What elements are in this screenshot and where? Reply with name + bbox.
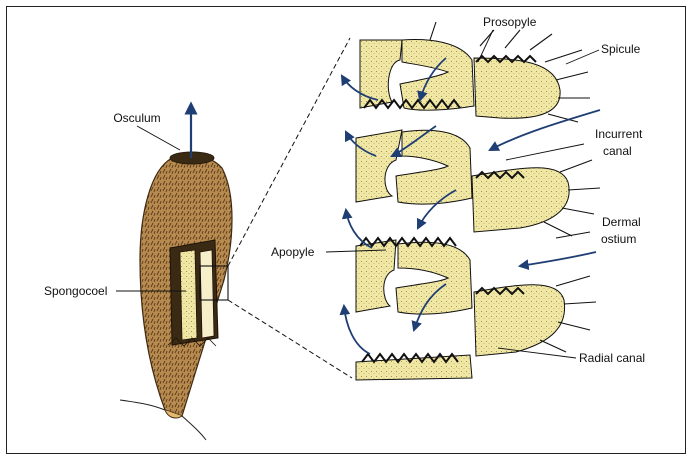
label-radial-canal: Radial canal [579,351,645,365]
label-apopyle: Apopyle [271,245,315,259]
label-osculum: Osculum [113,111,160,125]
label-prosopyle: Prosopyle [483,15,537,29]
label-dermal-ostium-line2: ostium [601,232,636,246]
label-incurrent-canal-line2: canal [603,144,632,158]
spongocoel-cutaway [168,240,218,346]
label-spicule: Spicule [601,42,641,56]
zoom-guide-top [228,38,350,266]
label-spongocoel: Spongocoel [44,284,107,298]
label-incurrent-canal-line1: Incurrent [595,127,643,141]
label-dermal-ostium-line1: Dermal [602,215,641,229]
zoom-guide-bottom [228,300,352,378]
body-wall-section [356,40,569,380]
